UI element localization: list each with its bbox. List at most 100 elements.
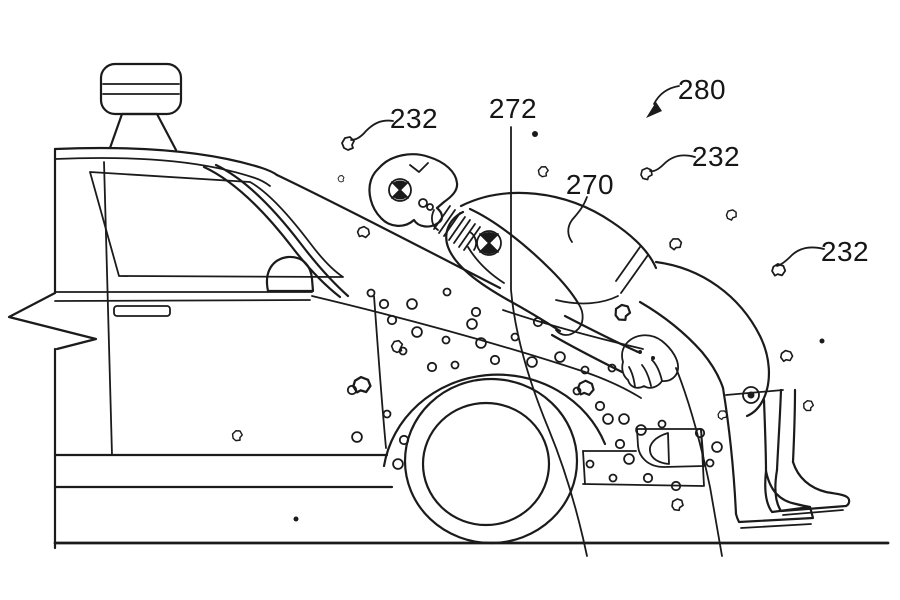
adhesive-dot [392, 458, 404, 470]
adhesive-dot [382, 409, 392, 419]
fender-crease [311, 295, 642, 399]
dummy-eye-mark [409, 162, 429, 173]
reference-lines [510, 126, 723, 557]
debris-fragment [337, 175, 345, 183]
bumper-lower-line [582, 483, 704, 487]
head-target-marker [388, 178, 412, 202]
hood-edge [502, 309, 644, 350]
label-280: 280 [678, 74, 726, 105]
debris-fragment [356, 225, 371, 239]
windshield-line [275, 173, 502, 290]
roof-inner-line [54, 157, 271, 187]
adhesive-dot [406, 298, 418, 310]
door-handle [113, 305, 171, 317]
adhesive-dot [554, 351, 566, 363]
debris-fragments [230, 131, 825, 522]
leader-232-top-left [350, 119, 394, 141]
arrowhead-280 [646, 102, 662, 118]
label-232-top-left: 232 [390, 103, 438, 134]
vehicle-break-edge [7, 147, 98, 550]
leader-270 [567, 196, 588, 243]
adhesive-dot [642, 472, 654, 484]
dummy-hip [654, 260, 771, 418]
leader-232-right [776, 246, 825, 267]
debris-speck [293, 516, 299, 522]
dummy-mouth-scribble [418, 198, 428, 208]
roof-line [53, 146, 279, 177]
adhesive-dot [426, 361, 438, 373]
adhesive-dot [705, 458, 715, 468]
fog-light-housing [636, 428, 705, 468]
adhesive-dot [526, 356, 538, 368]
adhesive-dot [351, 431, 363, 443]
adhesive-dot [386, 314, 398, 326]
vehicle [7, 62, 705, 550]
adhesive-dot [442, 287, 452, 297]
fender-door-gap [373, 295, 387, 449]
debris-speck [532, 131, 538, 137]
debris-fragment [341, 136, 355, 151]
belt-seam [615, 246, 649, 294]
debris-fragment [801, 398, 816, 413]
wheel-arch [382, 373, 607, 468]
adhesive-dot [694, 427, 706, 439]
debris-fragment [390, 339, 404, 354]
pedestrian-dummy [368, 153, 851, 529]
door-window [89, 171, 344, 278]
front-fascia-sweep-line [675, 367, 723, 557]
neck-spring [431, 205, 481, 251]
adhesive-dot [366, 288, 376, 298]
adhesive-dot [657, 419, 667, 429]
adhesive-dot [711, 441, 723, 453]
debris-fragment [666, 235, 684, 253]
roof-sensor-pod [99, 62, 183, 152]
belt-line [54, 291, 313, 302]
dummy-legs [721, 386, 797, 516]
dummy-hand [621, 334, 679, 389]
torso-underside [555, 295, 619, 305]
bumper-left-edge [582, 450, 586, 485]
dummy-mouth-scribble [426, 203, 434, 211]
adhesive-dot [450, 360, 460, 370]
adhesive-dot [411, 326, 423, 338]
adhesive-dot [608, 473, 618, 483]
debris-fragment [350, 374, 373, 396]
adhesive-dot [670, 480, 682, 492]
front-wheel [382, 373, 607, 545]
debris-fragment [536, 164, 550, 179]
wheel-rim [421, 401, 551, 527]
adhesive-dot [635, 424, 647, 436]
back-boot [774, 460, 851, 516]
reference-line-272 [510, 126, 588, 557]
annotations: 232 272 280 232 270 232 [350, 74, 869, 267]
side-mirror [265, 255, 315, 293]
adhesive-dot [470, 306, 482, 318]
adhesive-dot [614, 438, 626, 450]
adhesive-dot [466, 318, 478, 330]
debris-fragment [778, 348, 795, 364]
label-270: 270 [566, 169, 614, 200]
leader-280 [653, 85, 680, 105]
adhesive-dot [441, 335, 451, 345]
debris-fragment [723, 206, 740, 223]
knee-seam [725, 389, 784, 396]
adhesive-dot [572, 386, 582, 396]
adhesive-dot [618, 413, 630, 425]
adhesive-dot [602, 413, 614, 425]
adhesive-dot [475, 337, 487, 349]
adhesive-dot [585, 459, 595, 469]
torso-back [459, 191, 658, 270]
sensor-mast [108, 112, 178, 152]
adhesive-dot [378, 298, 390, 310]
debris-fragment [611, 301, 634, 324]
dummy-arm [445, 207, 640, 374]
adhesive-dot [489, 354, 501, 366]
a-pillar-inner [214, 163, 350, 298]
sensor-dome-bands [102, 83, 180, 95]
adhesive-dots [346, 287, 723, 492]
door-edge [103, 161, 113, 456]
debris-fragment [230, 428, 244, 443]
adhesive-dot [594, 400, 606, 412]
